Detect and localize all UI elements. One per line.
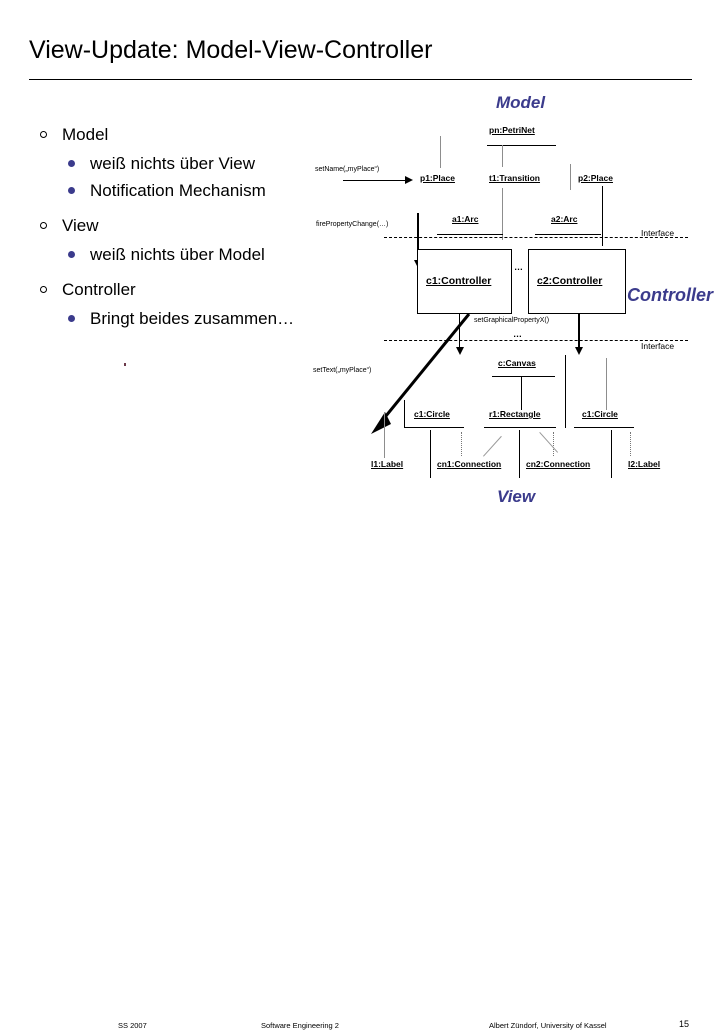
bullet-list: Model weiß nichts über View Notification… <box>34 124 334 334</box>
object-node-r1-rectangle: r1:Rectangle <box>489 409 541 419</box>
region-label-controller: Controller <box>627 285 714 305</box>
object-box-c2-controller <box>528 249 626 314</box>
object-node-c1-circle: c1:Circle <box>414 409 450 419</box>
message-set-name: setName(„myPlace“) <box>315 166 380 173</box>
lifeline-l1-label <box>384 412 385 458</box>
interface-divider-top <box>384 237 688 238</box>
object-node-l1-label: l1:Label <box>371 459 404 469</box>
region-label-model: Model <box>496 93 546 112</box>
lifeline-p2-up <box>570 164 571 190</box>
object-node-c2-circle: c1:Circle <box>582 409 618 419</box>
footer-course: Software Engineering 2 <box>261 1021 339 1030</box>
footer-page-number: 15 <box>679 1019 690 1029</box>
object-underline-c1-circle <box>404 427 464 428</box>
lifeline-right-grey <box>606 358 607 410</box>
object-box-c1-controller <box>417 249 512 314</box>
connector-circle2-to-l2 <box>630 432 631 456</box>
lifeline-cn1-connection <box>430 430 431 478</box>
lifeline-pn-to-p1 <box>440 136 441 168</box>
bullet-item-view-sub1: weiß nichts über Model <box>62 243 334 266</box>
lifeline-p2-down <box>602 186 603 246</box>
object-node-p2-place: p2:Place <box>578 173 613 183</box>
lifeline-t1-down <box>502 188 503 240</box>
region-label-view: View <box>497 487 536 506</box>
bullet-item-model: Model <box>34 124 334 146</box>
lifeline-c2-circle-up <box>565 355 566 428</box>
bullet-item-controller-sub1: Bringt beides zusammen… <box>62 307 334 330</box>
slide-root: View-Update: Model-View-Controller Model… <box>0 36 720 1030</box>
object-label-c1-controller: c1:Controller <box>426 275 492 287</box>
object-node-t1-transition: t1:Transition <box>489 173 541 183</box>
connector-rect-to-cn2 <box>553 432 554 456</box>
connector-rect-to-cn2-diag <box>539 432 559 453</box>
object-underline-a1 <box>437 234 503 235</box>
message-arrow-set-name <box>343 176 413 184</box>
footer-term: SS 2007 <box>118 1021 147 1030</box>
lifeline-c1-circle-up <box>404 400 405 428</box>
lifeline-pn-to-t1 <box>502 145 503 167</box>
message-fire-property-change: firePropertyChange(…) <box>316 221 389 228</box>
message-arrow-set-text <box>371 313 471 434</box>
page-title: View-Update: Model-View-Controller <box>29 36 433 64</box>
object-node-c-canvas: c:Canvas <box>498 358 536 368</box>
lifeline-cn2-connection <box>519 430 520 478</box>
stray-mark <box>124 363 126 366</box>
bullet-item-view: View <box>34 215 334 237</box>
bullet-item-controller: Controller <box>34 279 334 301</box>
message-arrow-c1-to-view <box>455 314 464 355</box>
message-arrow-c2-to-view <box>575 314 583 355</box>
interface-divider-bottom <box>384 340 688 341</box>
object-label-c2-controller: c2:Controller <box>537 275 603 287</box>
object-underline-canvas <box>492 376 555 377</box>
object-node-a2-arc: a2:Arc <box>551 214 578 224</box>
ellipsis-below-controllers: … <box>513 329 523 339</box>
object-node-l2-label: l2:Label <box>628 459 661 469</box>
object-underline-pn <box>487 145 556 146</box>
lifeline-l2-label <box>611 430 612 478</box>
lifeline-canvas-down <box>521 376 522 410</box>
footer-author: Albert Zündorf, University of Kassel <box>489 1021 607 1030</box>
message-set-text: setText(„myPlace“) <box>313 367 372 374</box>
object-underline-a2 <box>535 234 601 235</box>
object-node-p1-place: p1:Place <box>420 173 455 183</box>
object-underline-c2-circle <box>574 427 634 428</box>
message-set-graphical-property: setGraphicalPropertyX() <box>474 317 550 324</box>
bullet-item-model-sub2: Notification Mechanism <box>62 179 334 202</box>
title-divider <box>29 79 692 80</box>
object-underline-r1-rect <box>484 427 556 428</box>
object-node-cn1-connection: cn1:Connection <box>437 459 502 469</box>
uml-object-diagram: pn:PetriNet setName(„myPlace“) p1:Place … <box>124 125 688 478</box>
interface-label-top: Interface <box>641 228 675 238</box>
bullet-item-model-sub1: weiß nichts über View <box>62 152 334 175</box>
object-node-a1-arc: a1:Arc <box>452 214 479 224</box>
connector-rect-to-cn1-diag <box>483 435 502 457</box>
connector-circle-to-cn1 <box>461 432 462 456</box>
object-node-cn2-connection: cn2:Connection <box>526 459 591 469</box>
object-node-pn-petrinet: pn:PetriNet <box>489 125 535 135</box>
slide-footer: SS 2007 Software Engineering 2 Albert Zü… <box>0 508 720 1030</box>
interface-label-bottom: Interface <box>641 341 675 351</box>
ellipsis-between-controllers: … <box>514 262 524 272</box>
